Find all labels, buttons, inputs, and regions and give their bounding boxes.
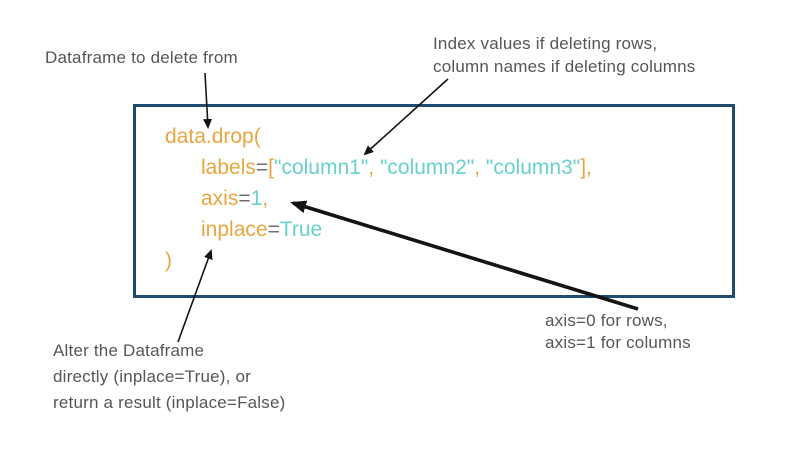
- code-line: ): [165, 245, 592, 276]
- annotation-line: axis=1 for columns: [545, 333, 691, 352]
- annotation-line: axis=0 for rows,: [545, 311, 668, 330]
- code-token: "column3": [485, 156, 581, 179]
- code-token: "column2": [379, 156, 475, 179]
- code-token: ,: [368, 156, 380, 179]
- annotation-dataframe: Dataframe to delete from: [45, 47, 238, 69]
- code-line: data.drop(: [165, 121, 592, 152]
- code-line: axis=1,: [165, 183, 592, 214]
- code-line: labels=["column1", "column2", "column3"]…: [165, 152, 592, 183]
- annotation-line: Dataframe to delete from: [45, 48, 238, 67]
- annotation-line: Alter the Dataframe: [53, 341, 205, 360]
- code-token: [: [268, 156, 274, 179]
- annotation-line: directly (inplace=True), or: [53, 367, 251, 386]
- code-token: "column1": [273, 156, 369, 179]
- code-box: data.drop( labels=["column1", "column2", …: [133, 104, 735, 298]
- code-token: labels: [201, 156, 256, 179]
- code-token: =: [255, 156, 269, 179]
- annotation-line: return a result (inplace=False): [53, 393, 286, 412]
- annotation-inplace: Alter the Dataframe directly (inplace=Tr…: [53, 338, 286, 416]
- code-token: ,: [474, 156, 486, 179]
- code-token: ],: [580, 156, 592, 179]
- code-token: 1: [250, 187, 263, 210]
- code-token: axis: [201, 187, 239, 210]
- annotation-line: column names if deleting columns: [433, 57, 696, 76]
- code-token: True: [279, 218, 323, 241]
- code-token: ): [165, 249, 172, 272]
- code-line: inplace=True: [165, 214, 592, 245]
- annotation-line: Index values if deleting rows,: [433, 34, 658, 53]
- code-token: =: [267, 218, 280, 241]
- code-lines: data.drop( labels=["column1", "column2", …: [165, 121, 592, 276]
- annotation-labels: Index values if deleting rows, column na…: [433, 32, 695, 78]
- annotation-axis: axis=0 for rows, axis=1 for columns: [545, 310, 691, 354]
- code-token: =: [238, 187, 251, 210]
- code-token: inplace: [201, 218, 268, 241]
- code-token: data.drop(: [165, 125, 261, 148]
- code-token: ,: [262, 187, 269, 210]
